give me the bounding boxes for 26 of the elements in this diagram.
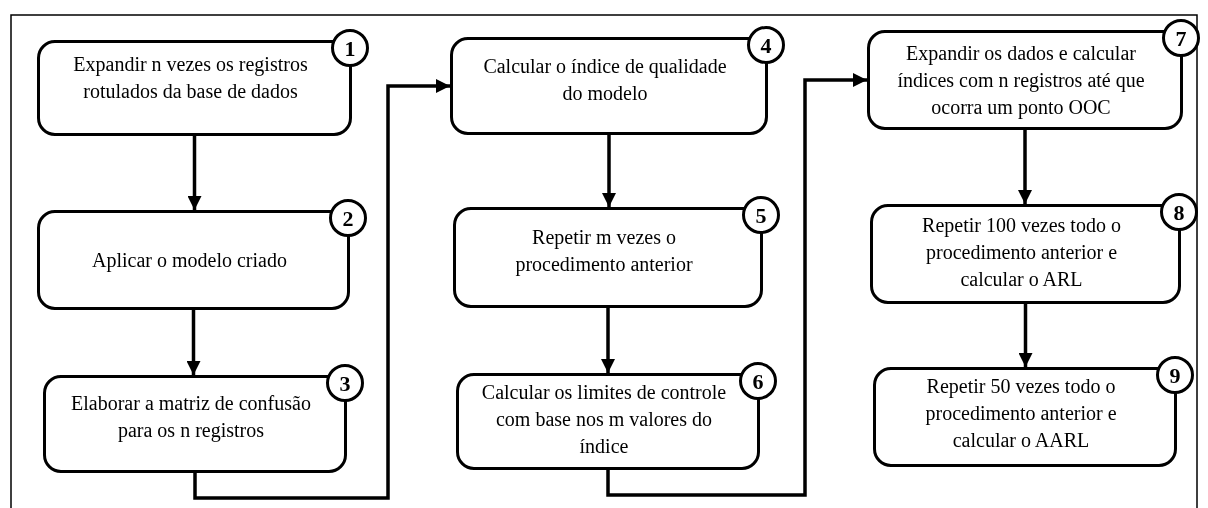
step-text: Repetir 100 vezes todo o procedimento anterior e calcular o ARL (921, 212, 1122, 292)
arrow (602, 135, 616, 207)
step-text: Repetir m vezes o procedimento anterior (514, 224, 694, 278)
step-text: Calcular os limites de controle com base nos m valores do índice (480, 380, 728, 459)
step-number: 6 (739, 362, 777, 400)
arrow (606, 73, 867, 497)
step-text: Aplicar o modelo criado (91, 247, 288, 274)
step-text: Expandir n vezes os registros rotulados da base de dados (72, 52, 309, 104)
step-text: Expandir os dados e calcular índices com n registros até que ocorra um ponto OOC (896, 40, 1146, 121)
step-number: 4 (747, 26, 785, 64)
step-number: 2 (329, 199, 367, 237)
step-number: 8 (1160, 193, 1198, 231)
step-number: 3 (326, 364, 364, 402)
step-number: 9 (1156, 356, 1194, 394)
arrow (187, 136, 202, 210)
step-number: 1 (331, 29, 369, 67)
arrow (1018, 130, 1032, 204)
arrow (1018, 304, 1033, 367)
step-number: 5 (742, 196, 780, 234)
arrow (193, 79, 450, 500)
step-number: 7 (1162, 19, 1200, 57)
step-text: Repetir 50 vezes todo o procedimento anterior e calcular o AARL (924, 373, 1118, 453)
arrow (601, 308, 615, 373)
arrow (186, 310, 201, 375)
step-text: Calcular o índice de qualidade do modelo (482, 54, 728, 106)
step-text: Elaborar a matriz de confusão para os n registros (70, 391, 312, 444)
